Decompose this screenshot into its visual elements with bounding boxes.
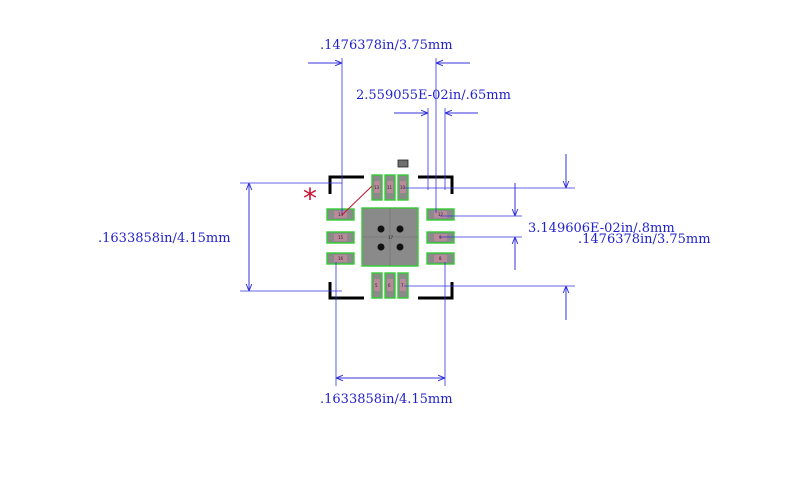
- dimension-label: .1476378in/3.75mm: [578, 232, 711, 247]
- pad-left-1: 14: [326, 208, 355, 221]
- pin-label: 10: [400, 185, 406, 190]
- pad-top-3: 10: [397, 174, 409, 201]
- pad-bottom-1: 5: [371, 272, 383, 299]
- top-pads: 13 11 10: [371, 174, 409, 201]
- thermal-pad: 17: [361, 207, 419, 267]
- pin-label: 13: [374, 185, 380, 190]
- pad-left-3: 16: [326, 252, 355, 265]
- dimension-top-width: .1476378in/3.75mm: [308, 38, 470, 213]
- pad-bottom-2: 6: [384, 272, 396, 299]
- bottom-pads: 5 6 7: [371, 272, 409, 299]
- dimension-right-height: .1476378in/3.75mm: [404, 154, 711, 320]
- pin-label: 14: [338, 212, 344, 217]
- pad-right-2: 9: [426, 231, 455, 244]
- pad-bottom-3: 7: [397, 272, 409, 299]
- thermal-via: [377, 243, 385, 251]
- dimension-left-height: .1633858in/4.15mm: [98, 182, 342, 292]
- pin1-marker: *: [303, 182, 317, 215]
- pin-label: 12: [438, 212, 444, 217]
- right-pads: 12 9 8: [426, 208, 455, 265]
- pin-label: 7: [401, 283, 404, 288]
- dimension-pitch: 2.559055E-02in/.65mm: [356, 88, 511, 190]
- pin-label: 6: [388, 283, 391, 288]
- dimension-bottom-width: .1633858in/4.15mm: [320, 262, 453, 407]
- pin-label: 8: [439, 256, 442, 261]
- thermal-via: [396, 225, 404, 233]
- pin-label: 5: [375, 283, 378, 288]
- thermal-via: [396, 243, 404, 251]
- dimension-pad-length: 3.149606E-02in/.8mm: [440, 183, 675, 270]
- pin-label: 11: [387, 185, 393, 190]
- pad-left-2: 15: [326, 231, 355, 244]
- dimension-label: .1476378in/3.75mm: [320, 38, 453, 53]
- pad-right-1: 12: [426, 208, 455, 221]
- pad-top-1: 13: [371, 174, 383, 201]
- orientation-mark: [397, 159, 409, 168]
- dimension-label: .1633858in/4.15mm: [320, 392, 453, 407]
- pin-label: 9: [439, 235, 442, 240]
- dimension-label: 2.559055E-02in/.65mm: [356, 88, 511, 103]
- pad-right-3: 8: [426, 252, 455, 265]
- thermal-via: [377, 225, 385, 233]
- pin-label: 17: [388, 235, 394, 240]
- pin-label: 15: [338, 235, 344, 240]
- pin-label: 16: [338, 256, 344, 261]
- dimension-label: 3.149606E-02in/.8mm: [528, 221, 675, 236]
- dimension-label: .1633858in/4.15mm: [98, 231, 231, 246]
- pad-top-2: 11: [384, 174, 396, 201]
- left-pads: 14 15 16: [326, 208, 355, 265]
- pin1-indicator-line: [341, 185, 373, 216]
